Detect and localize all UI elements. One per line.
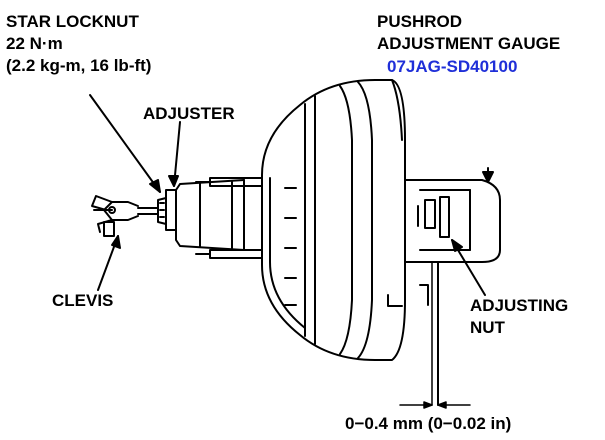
gauge-label-line1: PUSHROD (377, 12, 463, 31)
clearance-label: 0−0.4 mm (0−0.02 in) (345, 414, 512, 433)
clearance-dimension (399, 261, 471, 409)
gauge-label-line2: ADJUSTMENT GAUGE (377, 34, 561, 53)
booster-body (261, 79, 429, 361)
rod-housing (175, 179, 245, 251)
star-locknut-torque-alt: (2.2 kg-m, 16 lb-ft) (6, 56, 152, 75)
leader-lines (89, 94, 494, 296)
pushrod-gauge (404, 179, 501, 406)
mounting-studs (195, 177, 263, 259)
clevis (91, 195, 139, 237)
adjuster-locknut (137, 189, 177, 231)
gauge-tool-number: 07JAG-SD40100 (387, 57, 518, 76)
adjuster-label: ADJUSTER (143, 104, 235, 123)
clevis-label: CLEVIS (52, 291, 114, 310)
adjusting-nut-label-line1: ADJUSTING (470, 296, 569, 315)
adjusting-nut-label-line2: NUT (470, 318, 505, 337)
star-locknut-torque: 22 N·m (6, 34, 63, 53)
star-locknut-label: STAR LOCKNUT (6, 12, 139, 31)
